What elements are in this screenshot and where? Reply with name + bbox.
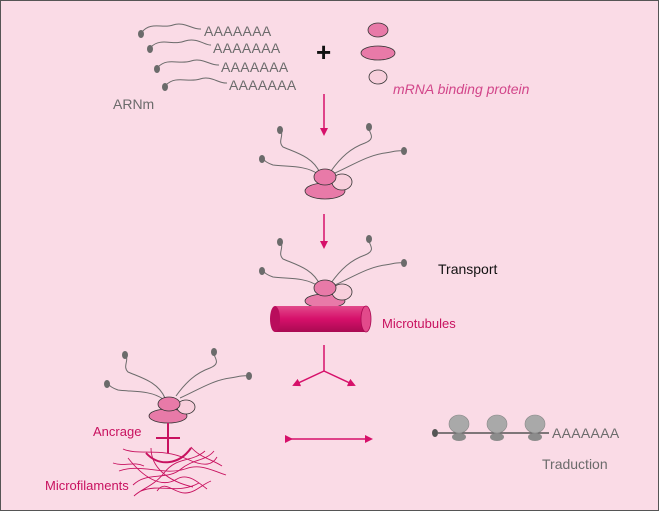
poly-a-tail: AAAAAAA — [229, 77, 297, 93]
microfilaments-tangle — [112, 446, 227, 497]
ribosome — [448, 414, 470, 441]
translation-strand — [432, 414, 549, 441]
arnm-label: ARNm — [113, 96, 155, 112]
microtubule-cylinder — [270, 305, 372, 333]
ribosome — [524, 414, 546, 441]
transport-label: Transport — [438, 261, 498, 277]
rnp-complex-1 — [259, 123, 407, 200]
poly-a-tail: AAAAAAA — [213, 40, 281, 56]
microtubules-label: Microtubules — [382, 316, 456, 331]
branch-arrows — [292, 345, 356, 387]
ribosome — [486, 414, 508, 441]
plus-sign: + — [316, 37, 332, 67]
microfilaments-label: Microfilaments — [45, 478, 129, 493]
ancrage-label: Ancrage — [93, 424, 142, 439]
traduction-label: Traduction — [542, 456, 608, 472]
mrna-caps — [138, 30, 168, 91]
poly-a-tail: AAAAAAA — [204, 23, 272, 39]
anchor-stem — [145, 423, 192, 464]
rnp-complex-2 — [259, 235, 407, 309]
mrna-strands-group — [141, 23, 228, 86]
poly-a-tail: AAAAAAA — [221, 59, 289, 75]
poly-a-tail: AAAAAAA — [552, 425, 620, 441]
binding-proteins-group — [360, 22, 396, 85]
binding-protein-label: mRNA binding protein — [393, 81, 530, 97]
rnp-complex-anchored — [104, 348, 252, 424]
